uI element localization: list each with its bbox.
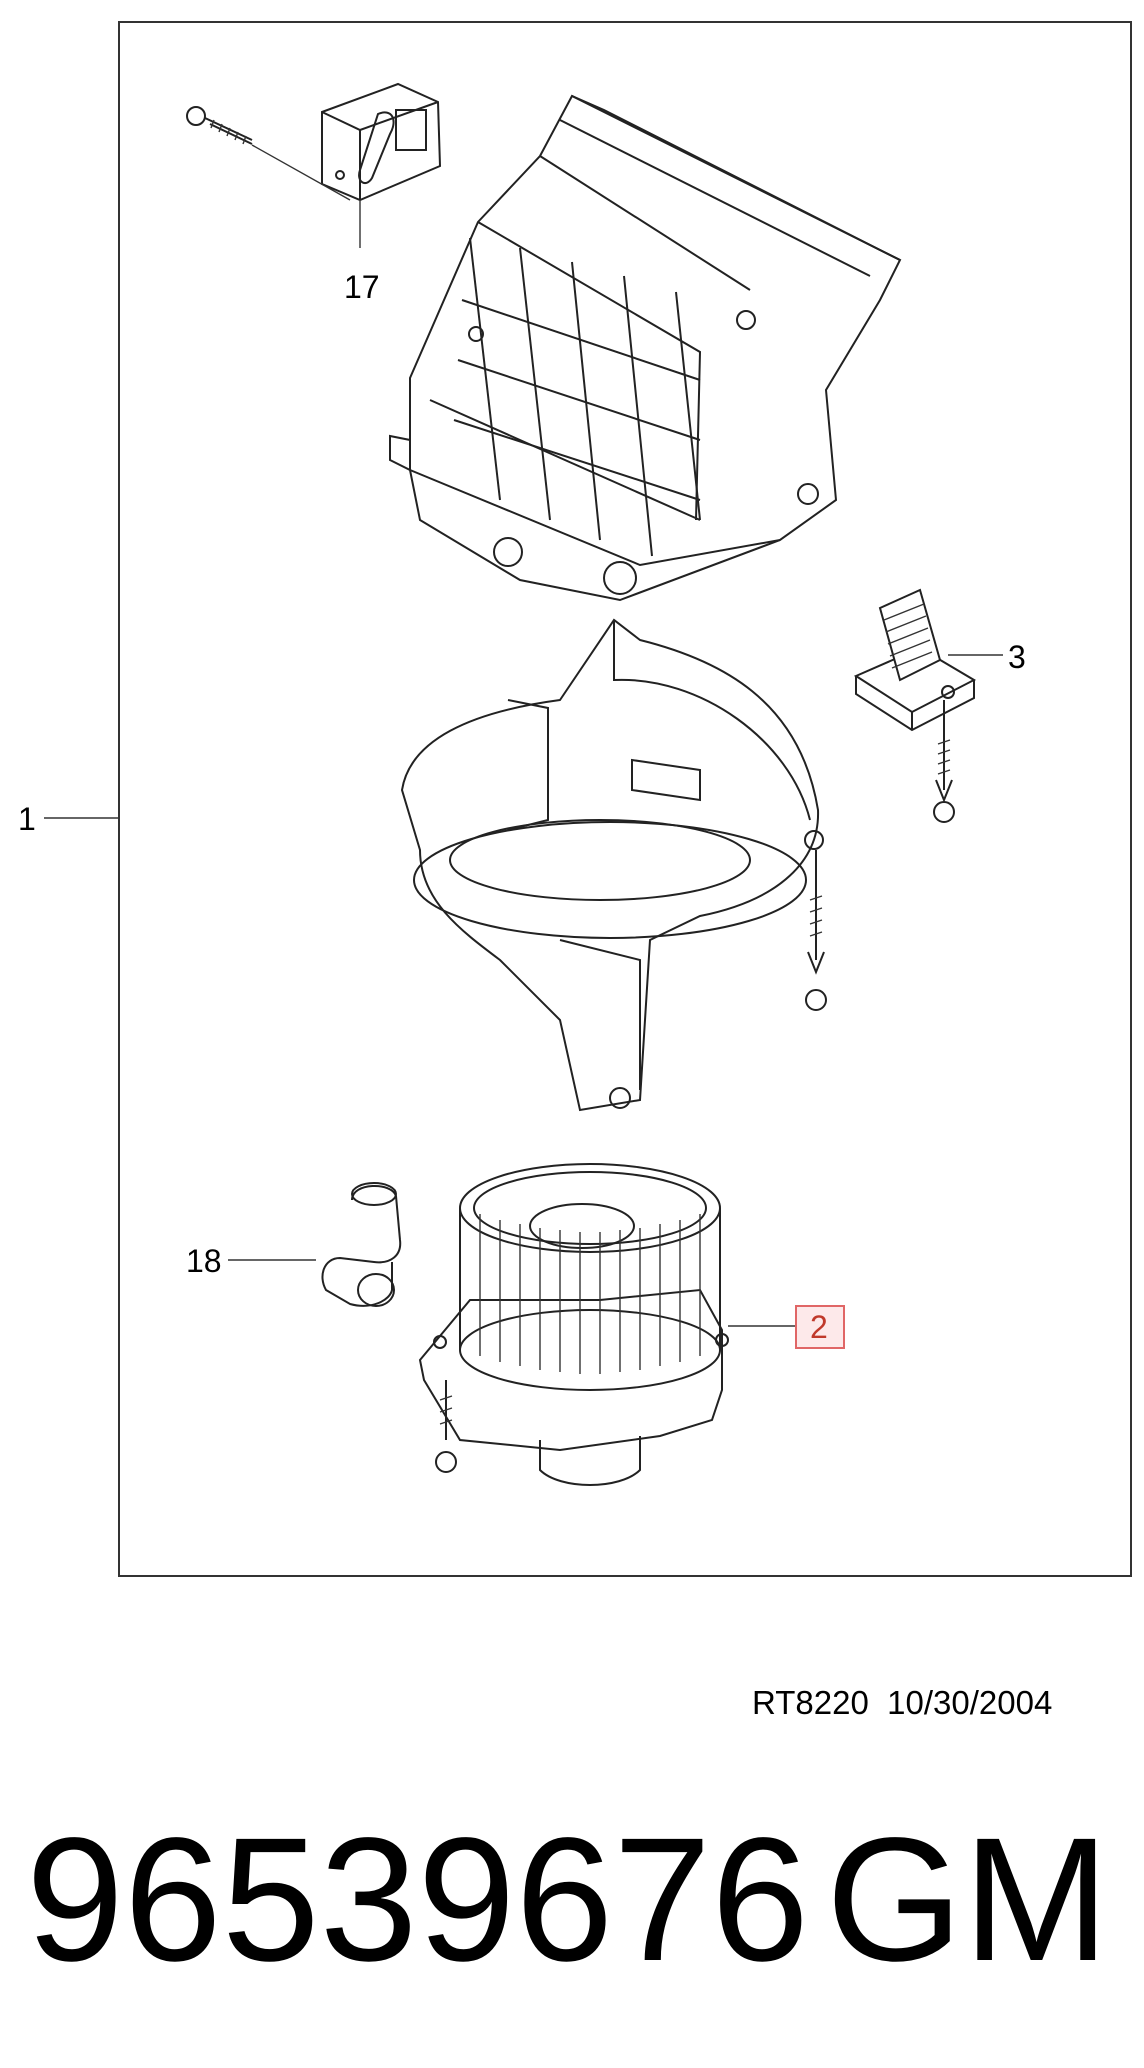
hose-part-18	[321, 1182, 402, 1307]
scroll-housing	[400, 618, 824, 1112]
part-number: 96539676	[26, 1802, 810, 1998]
callout-18: 18	[186, 1243, 222, 1279]
screw-part-3	[933, 700, 955, 823]
brand-label: GM	[826, 1802, 1110, 1998]
callout-17: 17	[344, 269, 380, 305]
callout-3: 3	[1008, 639, 1026, 675]
diagram-frame	[118, 21, 1132, 1577]
screw-blower	[435, 1380, 457, 1473]
screw-part-17	[186, 106, 253, 145]
callout-1: 1	[18, 801, 36, 837]
callout-2-highlight	[795, 1305, 845, 1349]
upper-housing	[389, 94, 902, 602]
resistor-part-3	[853, 588, 977, 732]
callout-2: 2	[810, 1309, 828, 1345]
blower-motor-part-2	[418, 1163, 729, 1486]
actuator-part-17	[321, 82, 442, 202]
leader-line-17	[251, 144, 351, 201]
drawing-reference: RT8220 10/30/2004	[752, 1684, 1053, 1721]
screw-housing	[805, 850, 827, 1011]
